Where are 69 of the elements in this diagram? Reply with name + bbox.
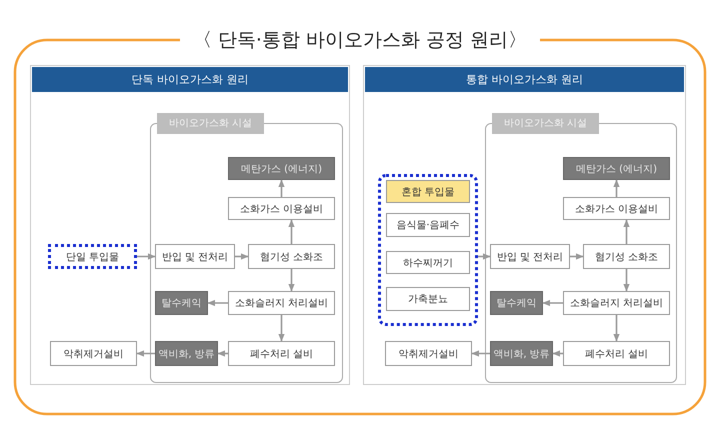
output-box — [155, 341, 218, 366]
process-box — [563, 341, 670, 366]
output-box — [563, 157, 670, 180]
process-box — [386, 213, 470, 237]
arrow — [207, 300, 228, 306]
process-box — [248, 244, 335, 269]
process-box — [50, 341, 137, 366]
panel — [30, 65, 350, 385]
process-box — [155, 244, 235, 269]
box-label: 반입 및 전처리 — [162, 250, 228, 264]
arrow — [613, 179, 620, 197]
box-label: 혐기성 소화조 — [594, 250, 658, 264]
process-box — [228, 291, 335, 315]
box-label: 액비화, 방류 — [493, 348, 550, 360]
output-box — [228, 157, 335, 180]
arrow — [570, 253, 584, 260]
box-label: 음식물·음폐수 — [396, 219, 460, 232]
arrow — [288, 219, 295, 244]
arrow — [217, 350, 228, 357]
arrow — [278, 179, 285, 197]
box-label: 단일 투입물 — [66, 250, 120, 264]
box-label: 탈수케익 — [162, 297, 202, 310]
process-box — [563, 197, 670, 220]
panel — [363, 65, 686, 385]
box-label: 메탄가스 (에너지) — [576, 162, 657, 176]
box-label: 하수찌꺼기 — [403, 256, 453, 270]
box-label: 반입 및 전처리 — [496, 250, 564, 264]
box-label: 탈수케익 — [496, 297, 536, 310]
box-label: 소화슬러지 처리설비 — [570, 297, 664, 310]
process-box — [386, 287, 470, 311]
box-label: 폐수처리 설비 — [250, 348, 314, 360]
box-label: 소화가스 이용설비 — [574, 202, 658, 216]
output-box — [490, 291, 543, 315]
arrow — [137, 253, 156, 260]
process-box — [583, 244, 670, 269]
process-box — [228, 197, 335, 220]
arrow — [471, 350, 490, 357]
box-label: 소화가스 이용설비 — [240, 202, 324, 216]
box-label: 메탄가스 (에너지) — [241, 162, 322, 176]
box-label: 액비화, 방류 — [158, 348, 215, 360]
box-label: 악취제거설비 — [64, 348, 124, 360]
process-box — [228, 341, 335, 366]
arrow — [278, 315, 285, 342]
input-group — [378, 174, 478, 326]
process-box — [385, 341, 472, 366]
arrow — [552, 350, 563, 357]
output-box — [155, 291, 208, 315]
arrow — [288, 269, 295, 292]
process-box — [563, 291, 670, 315]
box-label: 가축분뇨 — [408, 293, 448, 306]
input-header-box — [386, 180, 470, 203]
arrow — [623, 269, 630, 292]
arrow — [623, 219, 630, 244]
process-box — [490, 244, 570, 269]
box-label: 혼합 투입물 — [401, 186, 455, 198]
panel-header: 단독 바이오가스화 원리 — [32, 67, 348, 92]
panel-header: 통합 바이오가스화 원리 — [365, 67, 684, 92]
output-box — [490, 341, 553, 366]
box-label: 악취제거설비 — [398, 348, 458, 360]
arrow — [136, 350, 155, 357]
box-label: 소화슬러지 처리설비 — [234, 297, 328, 310]
arrow — [478, 253, 491, 260]
process-box — [386, 251, 470, 274]
arrow — [235, 253, 249, 260]
input-box — [48, 244, 137, 269]
arrow — [613, 315, 620, 342]
box-label: 폐수처리 설비 — [584, 348, 648, 360]
arrow — [542, 300, 563, 306]
box-label: 혐기성 소화조 — [260, 250, 324, 264]
